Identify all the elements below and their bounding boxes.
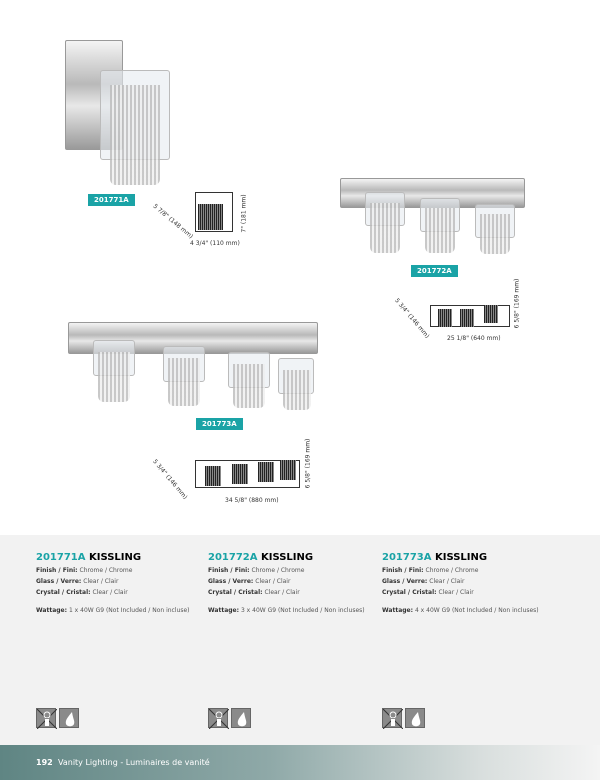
product-badge: 201771A	[88, 194, 135, 206]
no-dimmer-icon	[208, 708, 230, 730]
product-image-201773a	[68, 322, 318, 412]
bulb-icon	[231, 708, 251, 728]
product-badge: 201773A	[196, 418, 243, 430]
product-image-201772a	[340, 178, 530, 258]
product-title: 201773A KISSLING	[382, 552, 488, 563]
product-title: 201772A KISSLING	[208, 552, 314, 563]
specs-section	[0, 535, 600, 745]
page-footer: 192 Vanity Lighting - Luminaires de vani…	[0, 745, 600, 780]
product-spec-201772a: 201772A KISSLING Finish / Fini: Chrome /…	[208, 552, 388, 616]
section-title: Vanity Lighting - Luminaires de vanité	[58, 758, 210, 767]
no-dimmer-icon	[36, 708, 58, 730]
product-image-201771a	[55, 40, 175, 190]
product-title: 201771A KISSLING	[36, 552, 142, 563]
bulb-icon	[59, 708, 79, 728]
product-spec-201773a: 201773A KISSLING Finish / Fini: Chrome /…	[382, 552, 562, 616]
bulb-icon	[405, 708, 425, 728]
product-badge: 201772A	[411, 265, 458, 277]
no-dimmer-icon	[382, 708, 404, 730]
page-number: 192	[36, 758, 53, 767]
product-spec-201771a: 201771A KISSLING Finish / Fini: Chrome /…	[36, 552, 216, 616]
